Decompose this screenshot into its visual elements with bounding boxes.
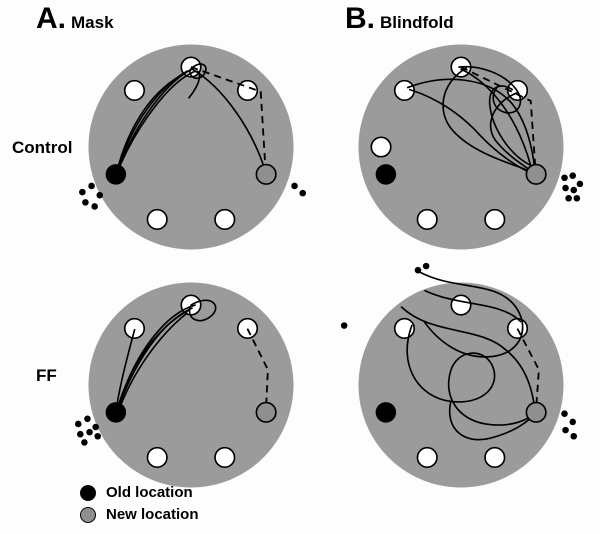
search-dot [82,199,89,206]
hole-icon [416,446,438,469]
dashed-route-path [516,328,540,413]
legend-item-new: New location [80,506,199,523]
search-dot [573,194,581,202]
search-dot [91,203,98,210]
arena-blindfold-ff [338,262,584,508]
panel-header-b: B. Blindfold [345,4,454,34]
search-dot [561,410,568,417]
arena-mask-control [68,24,314,270]
trajectory-path [424,289,522,323]
arena-blindfold-control [338,24,584,270]
new-location-icon [80,506,96,523]
trajectory-path [400,306,536,411]
hole-icon [484,446,506,469]
arena-svg-blindfold-ff [340,262,578,488]
search-dot [340,322,348,329]
search-dot [77,430,84,438]
arena-svg-blindfold-control [358,44,584,250]
trajectory-path [406,78,536,172]
hole-icon [484,208,506,231]
legend-item-old: Old location [80,484,199,501]
hole-icon [123,79,146,102]
search-dot [86,428,93,436]
trajectory-path [458,65,522,114]
search-dot [422,262,430,270]
hole-icon [146,208,168,231]
trajectory-path [489,91,535,174]
dashed-route-path [460,66,537,175]
search-dot [576,180,584,188]
search-dot [96,191,104,199]
dashed-route-path [190,66,267,175]
hole-icon [416,208,438,231]
search-dot [299,189,307,197]
panel-b-letter: B. [345,2,375,35]
search-dot [569,172,577,179]
legend-label-new: New location [106,506,199,523]
old-location-marker [375,402,397,423]
hole-icon [450,294,472,316]
hole-icon [214,446,236,469]
trajectory-path [115,70,201,176]
search-dot [74,420,82,428]
hole-icon [146,446,168,469]
legend-label-old: Old location [106,484,193,501]
search-dot [291,182,298,190]
old-location-marker [375,164,397,185]
search-dot [562,184,569,192]
trajectory-path [408,88,534,175]
hole-icon [123,317,146,340]
hole-icon [214,208,236,231]
arena-mask-ff [68,262,314,508]
old-location-marker [105,164,127,185]
new-location-marker [525,163,547,185]
search-dot [562,426,569,434]
search-dot [94,432,102,440]
trajectory-path [460,68,532,168]
row-label-ff: FF [36,366,57,385]
old-location-icon [80,484,96,501]
hole-icon [370,136,392,158]
search-dot [565,194,572,202]
search-dot [561,174,568,182]
old-location-marker [105,402,127,423]
arena-svg-mask-ff [74,282,294,488]
new-location-marker [255,401,277,423]
legend: Old location New location [80,484,199,523]
search-dot [414,266,422,274]
new-location-marker [525,401,547,423]
search-dot [570,432,578,440]
new-location-marker [255,163,277,185]
trajectory-path [188,299,217,322]
trajectory-path [115,68,193,176]
panel-a-letter: A. [36,2,66,35]
search-dot [88,182,95,190]
dashed-route-path [246,328,269,413]
hole-icon [506,317,529,340]
panel-header-a: A. Mask [36,4,114,34]
search-dot [81,439,88,446]
trajectory-path [419,271,524,358]
search-dot [570,186,578,194]
trajectory-path [406,324,535,426]
trajectory-path [189,63,207,80]
search-dot [84,415,91,423]
panel-a-label: Mask [71,13,114,32]
search-dot [569,418,577,426]
trajectory-path [117,312,188,413]
hole-icon [236,317,259,340]
panel-b-label: Blindfold [380,13,454,32]
trajectory-path [448,400,535,441]
search-dot [79,188,86,196]
search-dot [92,423,99,431]
arena-svg-mask-control [79,44,307,250]
row-label-control: Control [12,138,73,157]
